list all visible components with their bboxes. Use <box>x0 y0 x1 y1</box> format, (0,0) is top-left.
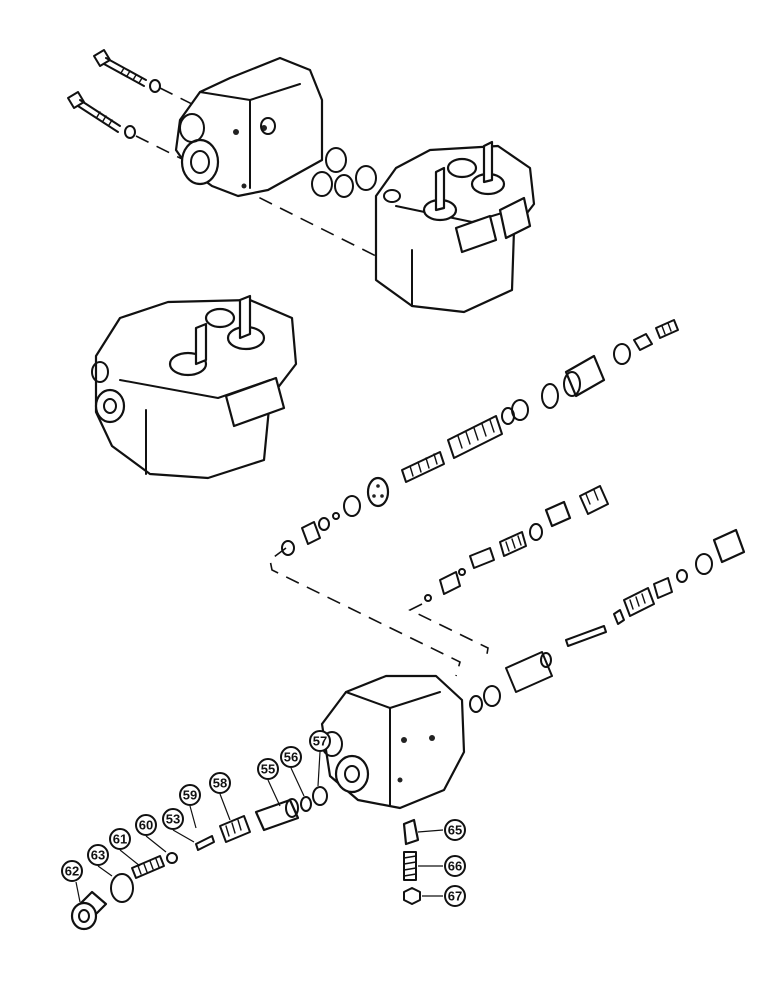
svg-text:67: 67 <box>448 889 462 904</box>
svg-text:65: 65 <box>448 823 462 838</box>
callout-61: 61 <box>109 828 131 850</box>
mounting-bolt-lower <box>67 91 121 133</box>
callout-60: 60 <box>135 814 157 836</box>
part-56-ring <box>300 796 312 812</box>
alignment-line-middle <box>269 547 461 677</box>
svg-text:60: 60 <box>139 818 153 833</box>
part-67-nut <box>403 887 421 905</box>
part-55-spool <box>254 798 300 832</box>
callout-55: 55 <box>257 758 279 780</box>
exploded-components-upper-row <box>281 319 679 556</box>
callout-67: 67 <box>444 885 466 907</box>
lock-washer-lower <box>124 125 136 139</box>
svg-text:61: 61 <box>113 832 127 847</box>
svg-text:55: 55 <box>261 762 275 777</box>
svg-text:56: 56 <box>284 750 298 765</box>
svg-text:57: 57 <box>313 734 327 749</box>
svg-text:58: 58 <box>213 776 227 791</box>
part-53-pin <box>195 835 215 851</box>
lock-washer-upper <box>149 79 161 93</box>
svg-text:63: 63 <box>91 848 105 863</box>
part-63-o-ring <box>110 873 134 903</box>
exploded-components-middle-row <box>424 485 609 602</box>
callout-56: 56 <box>280 746 302 768</box>
leader-lines <box>75 751 444 903</box>
part-60-washer <box>166 852 178 864</box>
callout-63: 63 <box>87 844 109 866</box>
callout-59: 59 <box>179 784 201 806</box>
callout-58: 58 <box>209 772 231 794</box>
alignment-line-lower-right <box>408 603 489 661</box>
svg-text:53: 53 <box>166 812 180 827</box>
part-61-spring <box>131 855 165 879</box>
exploded-components-lower-row <box>469 528 746 713</box>
callout-65: 65 <box>444 819 466 841</box>
part-66-spring <box>403 851 417 881</box>
part-65-fitting <box>402 818 420 846</box>
callout-53: 53 <box>162 808 184 830</box>
callout-62: 62 <box>61 860 83 882</box>
part-57-o-ring <box>312 786 328 806</box>
svg-text:59: 59 <box>183 788 197 803</box>
svg-text:66: 66 <box>448 859 462 874</box>
alignment-line-lower <box>135 135 401 269</box>
part-62-plug <box>70 890 108 931</box>
o-rings-top <box>311 147 377 198</box>
middle-valve-section <box>91 294 298 480</box>
svg-text:62: 62 <box>65 864 79 879</box>
callout-66: 66 <box>444 855 466 877</box>
part-58-spring <box>219 815 251 843</box>
lower-valve-section <box>320 674 466 810</box>
mounting-bolt-upper <box>93 49 147 87</box>
end-cover-housing <box>174 56 324 198</box>
upper-valve-section <box>374 140 536 314</box>
callout-57: 57 <box>309 730 331 752</box>
